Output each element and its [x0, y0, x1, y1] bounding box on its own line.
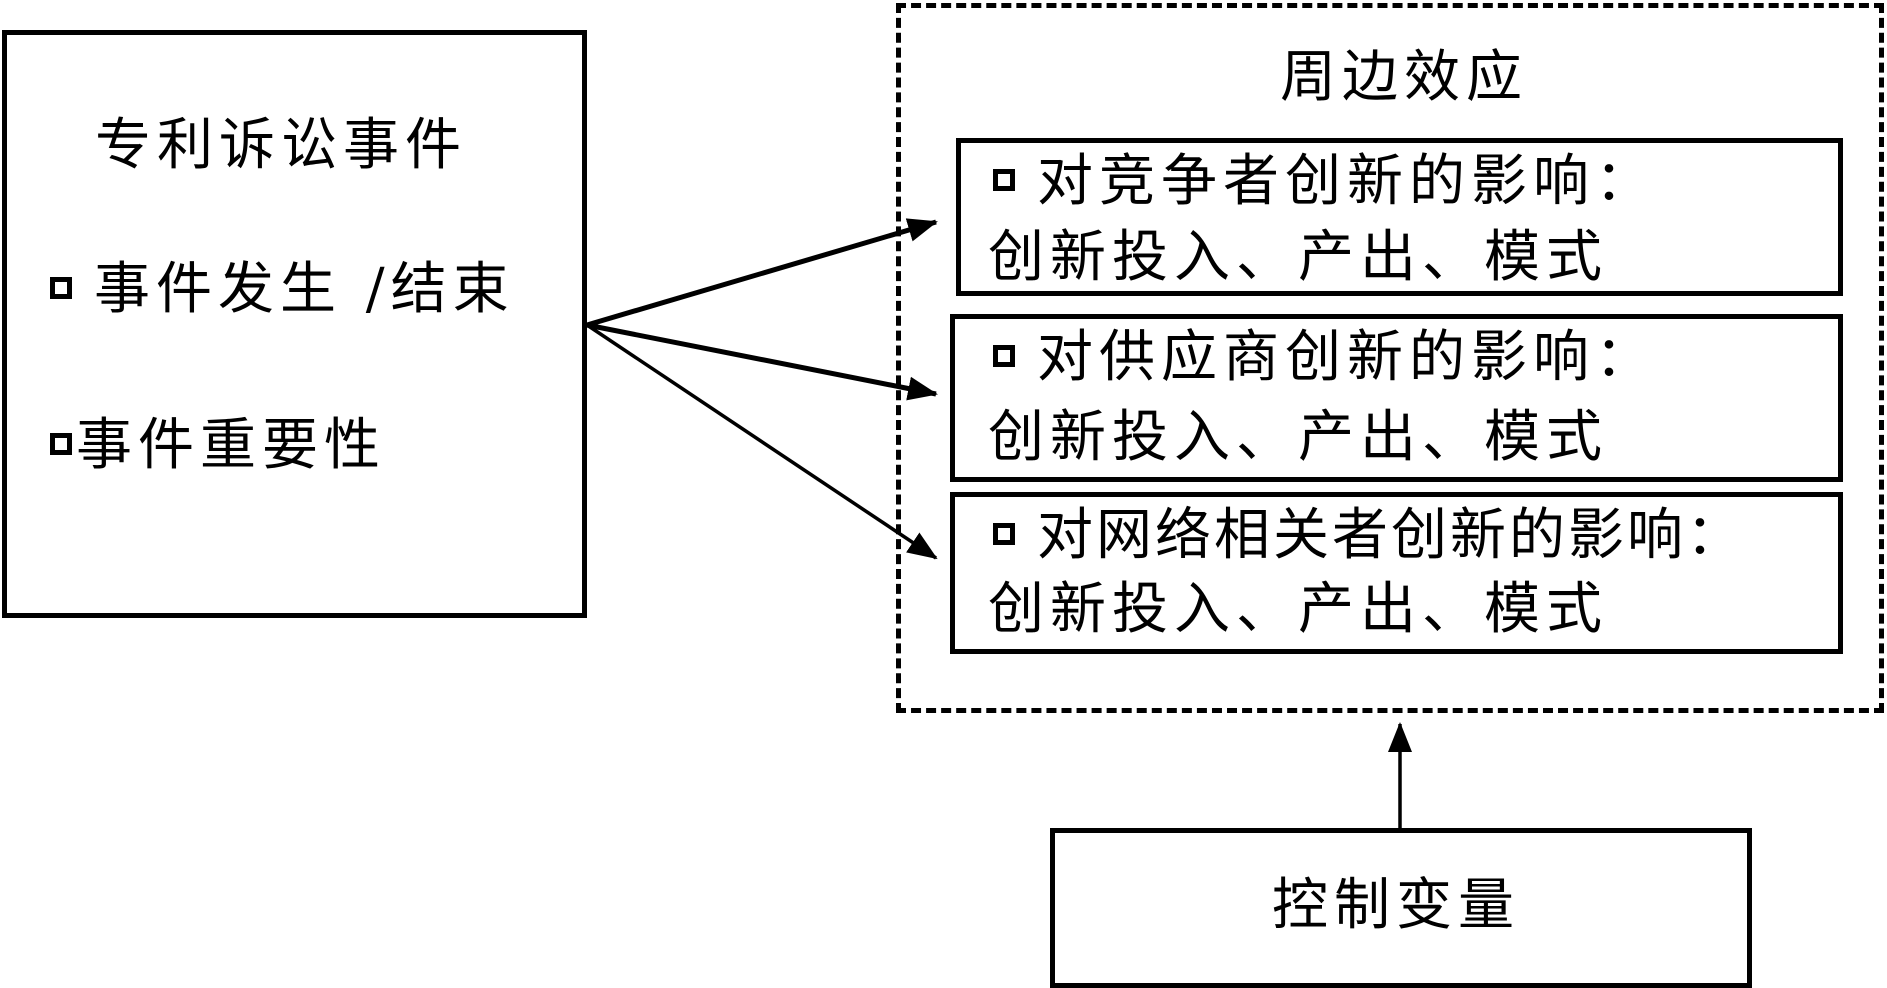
litigation-item-occurrence-label: 事件发生 /结束 [94, 257, 515, 322]
effect-box-network [950, 492, 1843, 654]
peripheral-effects-container [896, 3, 1884, 713]
checkbox-icon [993, 522, 1015, 545]
checkbox-icon [993, 168, 1015, 191]
effect-heading-competitors: 对竞争者创新的影响： [993, 154, 1657, 210]
effect-heading-network: 对网络相关者创新的影响： [993, 508, 1745, 564]
checkbox-icon [50, 432, 72, 455]
effect-box-competitors [956, 138, 1843, 296]
effect-heading-suppliers-label: 对供应商创新的影响： [1037, 325, 1657, 390]
effect-detail-suppliers: 创新投入、产出、模式 [988, 405, 1608, 470]
litigation-event-title: 专利诉讼事件 [95, 113, 467, 178]
effect-detail-competitors: 创新投入、产出、模式 [988, 225, 1608, 290]
litigation-event-box [2, 30, 587, 618]
control-variables-box [1050, 828, 1752, 988]
arrow-to-network [586, 323, 938, 560]
effect-heading-network-label: 对网络相关者创新的影响： [1037, 503, 1745, 568]
effect-box-suppliers [950, 314, 1843, 482]
effect-heading-suppliers: 对供应商创新的影响： [993, 330, 1657, 386]
litigation-item-importance: 事件重要性 [50, 418, 386, 474]
checkbox-icon [50, 276, 72, 299]
peripheral-effects-title: 周边效应 [1280, 45, 1528, 110]
effect-heading-competitors-label: 对竞争者创新的影响： [1037, 149, 1657, 214]
effect-detail-network: 创新投入、产出、模式 [988, 577, 1608, 642]
control-variables-title: 控制变量 [1272, 873, 1520, 938]
checkbox-icon [993, 344, 1015, 367]
litigation-item-importance-label: 事件重要性 [76, 413, 386, 478]
arrow-to-competitors [586, 218, 938, 328]
litigation-item-occurrence: 事件发生 /结束 [50, 262, 515, 318]
arrow-to-suppliers [586, 322, 938, 401]
